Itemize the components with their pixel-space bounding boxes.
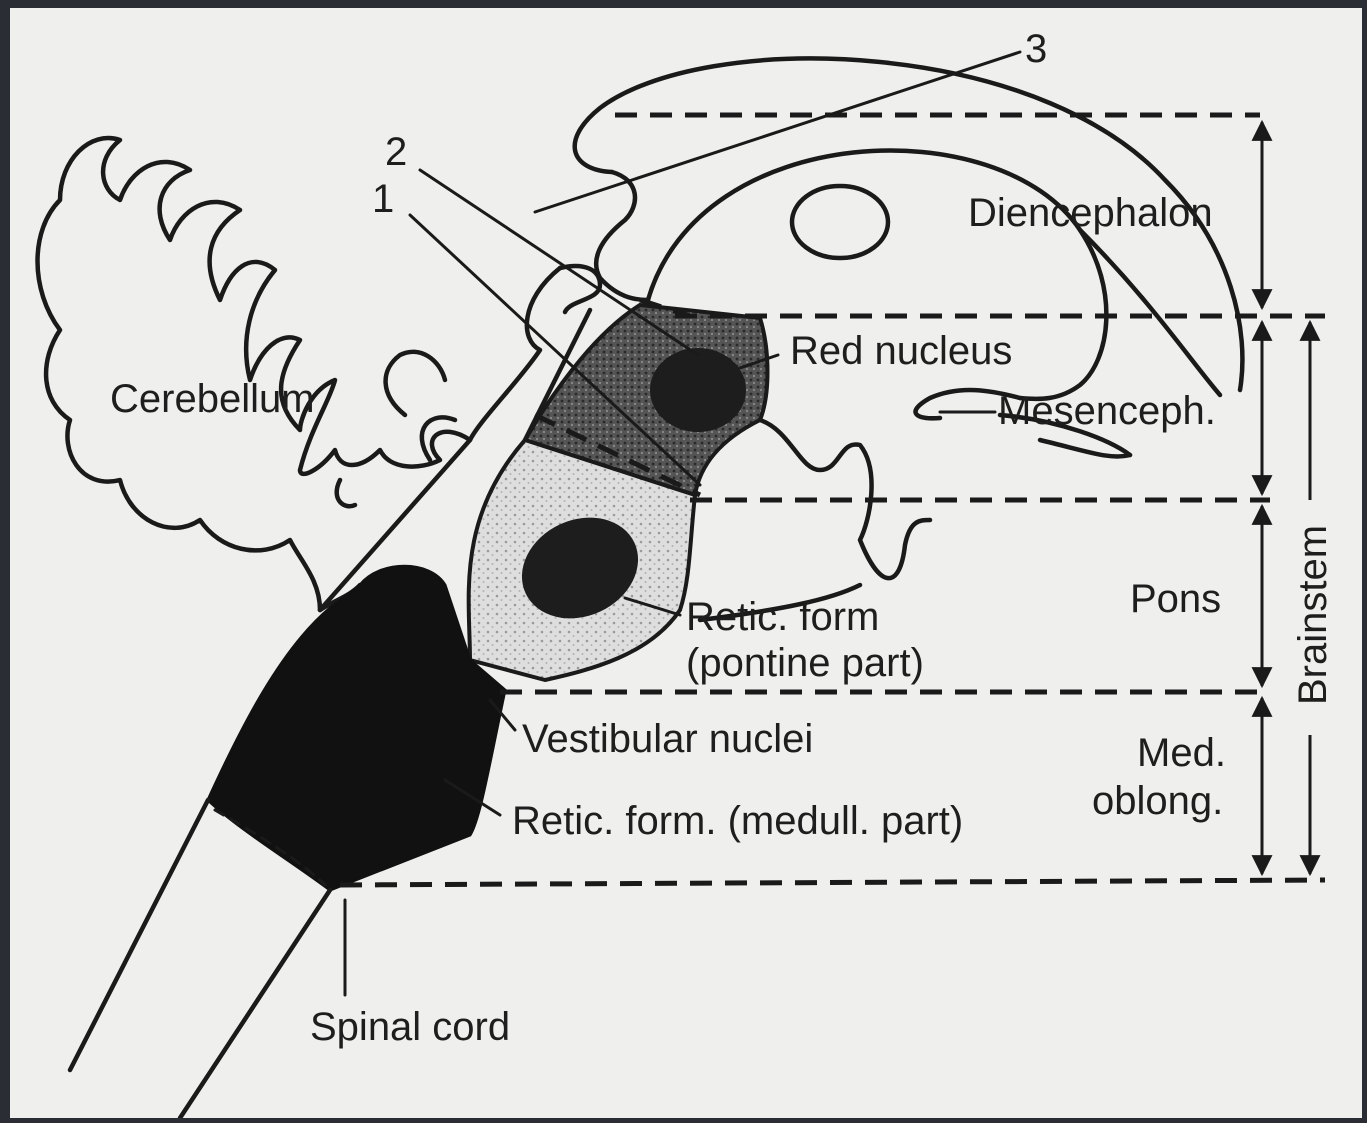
red-nucleus-shape — [650, 348, 746, 432]
label-diencephalon: Diencephalon — [968, 191, 1213, 235]
callout-2: 2 — [385, 130, 407, 174]
label-cerebellum: Cerebellum — [110, 377, 315, 421]
label-med-oblong-1: Med. — [1137, 731, 1226, 775]
label-spinal-cord: Spinal cord — [310, 1005, 510, 1049]
label-retic-form-pontine-1: Retic. form — [686, 595, 879, 639]
label-retic-form-medull: Retic. form. (medull. part) — [512, 799, 963, 843]
label-red-nucleus: Red nucleus — [790, 329, 1012, 373]
label-brainstem: Brainstem — [1291, 525, 1335, 705]
callout-1: 1 — [372, 177, 394, 221]
label-med-oblong-2: oblong. — [1092, 779, 1223, 823]
callout-3: 3 — [1025, 27, 1047, 71]
label-retic-form-pontine-2: (pontine part) — [686, 641, 924, 685]
label-pons: Pons — [1130, 577, 1221, 621]
label-mesenceph: Mesenceph. — [998, 389, 1216, 433]
label-vestibular-nuclei: Vestibular nuclei — [522, 717, 813, 761]
